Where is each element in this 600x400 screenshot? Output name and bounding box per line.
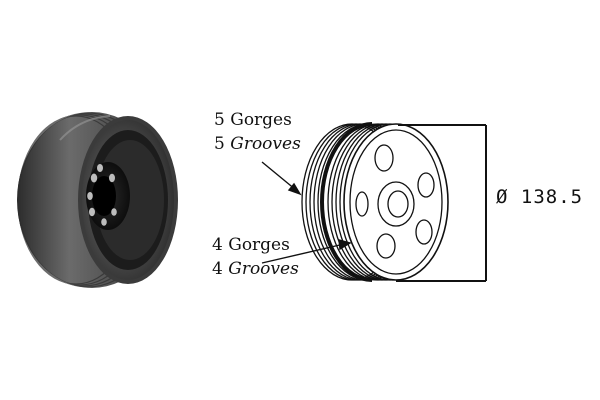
upper-groove-word-en: Grooves <box>230 134 301 154</box>
diameter-dimension-line <box>396 124 487 282</box>
lower-grooves-label-en: 4 Grooves <box>212 259 299 279</box>
lower-groove-count-en: 4 <box>212 259 223 279</box>
lower-groove-word-fr: Gorges <box>228 235 290 255</box>
upper-groove-count-en: 5 <box>214 134 225 154</box>
pulley-photo <box>17 112 178 288</box>
upper-groove-word-fr: Gorges <box>230 110 292 130</box>
lower-groove-word-en: Grooves <box>228 259 299 279</box>
upper-groove-count-fr: 5 <box>214 110 225 130</box>
callout-arrow-icon <box>261 161 352 264</box>
upper-grooves-label-fr: 5 Gorges <box>214 110 292 130</box>
lower-grooves-label-fr: 4 Gorges <box>212 235 290 255</box>
diameter-label: Ø 138.5 <box>496 186 584 208</box>
pulley-drawing <box>301 122 449 282</box>
lower-groove-count-fr: 4 <box>212 235 223 255</box>
upper-grooves-label-en: 5 Grooves <box>214 134 301 154</box>
